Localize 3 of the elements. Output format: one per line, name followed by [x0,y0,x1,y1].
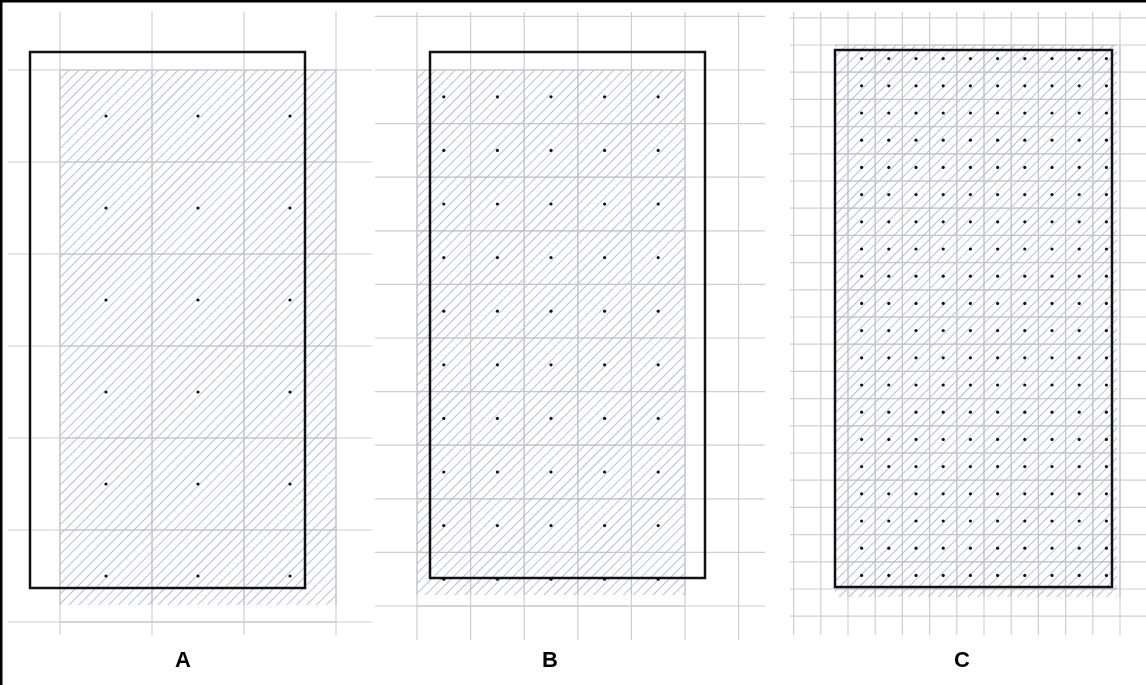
panel-label: B [542,648,558,672]
panel-label: A [175,648,191,672]
panel-label: C [954,648,970,672]
